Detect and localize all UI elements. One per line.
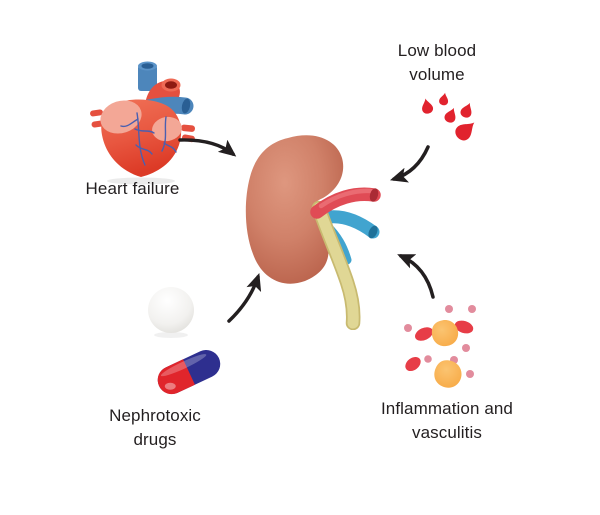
label-line: Inflammation and	[380, 399, 513, 418]
artery-opening	[369, 188, 379, 202]
inflammation-vasculitis-label: Inflammation and vasculitis	[367, 397, 527, 445]
kidney-body	[245, 135, 344, 284]
capsule-highlight	[160, 354, 207, 377]
nephrotoxic-drugs-label: Nephrotoxic drugs	[85, 404, 225, 452]
right-atrium	[152, 116, 182, 142]
heart-icon	[90, 61, 195, 185]
label-line: Low blood	[397, 41, 477, 60]
vessel-lumen	[141, 63, 154, 69]
pills-icon	[148, 287, 221, 395]
kidney-icon	[245, 135, 381, 330]
inflammation-cells-icon	[404, 305, 476, 390]
left-vessel-stub	[90, 109, 103, 117]
label-line: drugs	[133, 430, 177, 449]
artery-highlight	[318, 188, 374, 209]
vein-opening	[368, 225, 378, 239]
label-line: vasculitis	[412, 423, 482, 442]
aorta-lumen	[165, 81, 177, 89]
arrow-inflammation-to-kidney	[397, 254, 435, 299]
arrow-blood-to-kidney	[389, 145, 430, 183]
capsule-glare	[164, 382, 176, 390]
label-line: volume	[409, 65, 465, 84]
label-line: Heart failure	[85, 179, 180, 198]
capsule	[157, 349, 221, 395]
arch-opening	[181, 98, 191, 114]
arrow-heart-to-kidney	[178, 138, 237, 157]
heart-shadow	[107, 177, 175, 185]
pill-shadow	[154, 332, 188, 338]
pulmonary-vessel	[138, 65, 157, 91]
left-atrium	[100, 100, 142, 134]
low-blood-volume-label: Low blood volume	[377, 39, 497, 87]
renal-artery	[310, 187, 381, 219]
heart-failure-label: Heart failure	[60, 177, 205, 201]
arrow-drugs-to-kidney	[227, 273, 262, 323]
right-vessel-stub	[180, 124, 195, 132]
coronary-veins	[120, 112, 177, 166]
label-line: Nephrotoxic	[109, 406, 201, 425]
capsule-red-half	[157, 359, 195, 395]
white-pill	[148, 287, 194, 333]
ureter	[313, 202, 359, 329]
red-cell-ovals	[405, 320, 474, 372]
